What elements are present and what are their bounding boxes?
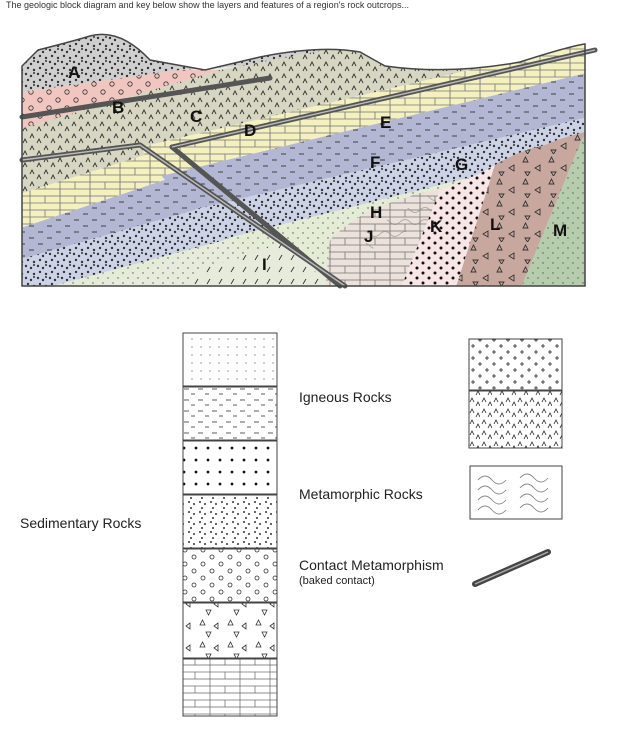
label-B: B (112, 98, 124, 117)
sed-siltstone-swatch (182, 440, 278, 495)
label-D: D (244, 121, 256, 140)
contact-metamorphism-swatch (472, 549, 551, 587)
label-J: J (364, 227, 373, 246)
label-M: M (553, 221, 567, 240)
contact-metamorphism-label: Contact Metamorphism (299, 557, 444, 573)
igneous-basalt-swatch (468, 390, 563, 449)
baked-contact-label: (baked contact) (299, 575, 375, 587)
geologic-cross-section: A B C D E F G H I J K L M (19, 33, 598, 289)
igneous-granite-swatch (468, 338, 563, 391)
sed-conglomerate-swatch (182, 494, 278, 549)
label-I: I (262, 255, 267, 274)
sedimentary-column (182, 332, 278, 717)
label-H: H (370, 203, 382, 222)
label-A: A (68, 63, 80, 82)
label-F: F (370, 153, 380, 172)
metamorphic-rocks-label: Metamorphic Rocks (299, 486, 423, 502)
sed-sandstone-swatch (182, 332, 278, 387)
sed-limestone-swatch (182, 658, 278, 717)
sed-pebble-swatch (182, 548, 278, 603)
metamorphic-legend-box (469, 465, 563, 520)
intro-text: The geologic block diagram and key below… (6, 0, 409, 10)
label-K: K (430, 217, 443, 236)
sedimentary-rocks-label: Sedimentary Rocks (20, 515, 142, 531)
igneous-legend-box (468, 338, 563, 449)
label-L: L (490, 215, 500, 234)
sed-shale-swatch (182, 386, 278, 441)
label-C: C (190, 107, 202, 126)
label-E: E (380, 113, 391, 132)
igneous-rocks-label: Igneous Rocks (299, 389, 392, 405)
label-G: G (455, 155, 468, 174)
sed-breccia-swatch (182, 602, 278, 659)
